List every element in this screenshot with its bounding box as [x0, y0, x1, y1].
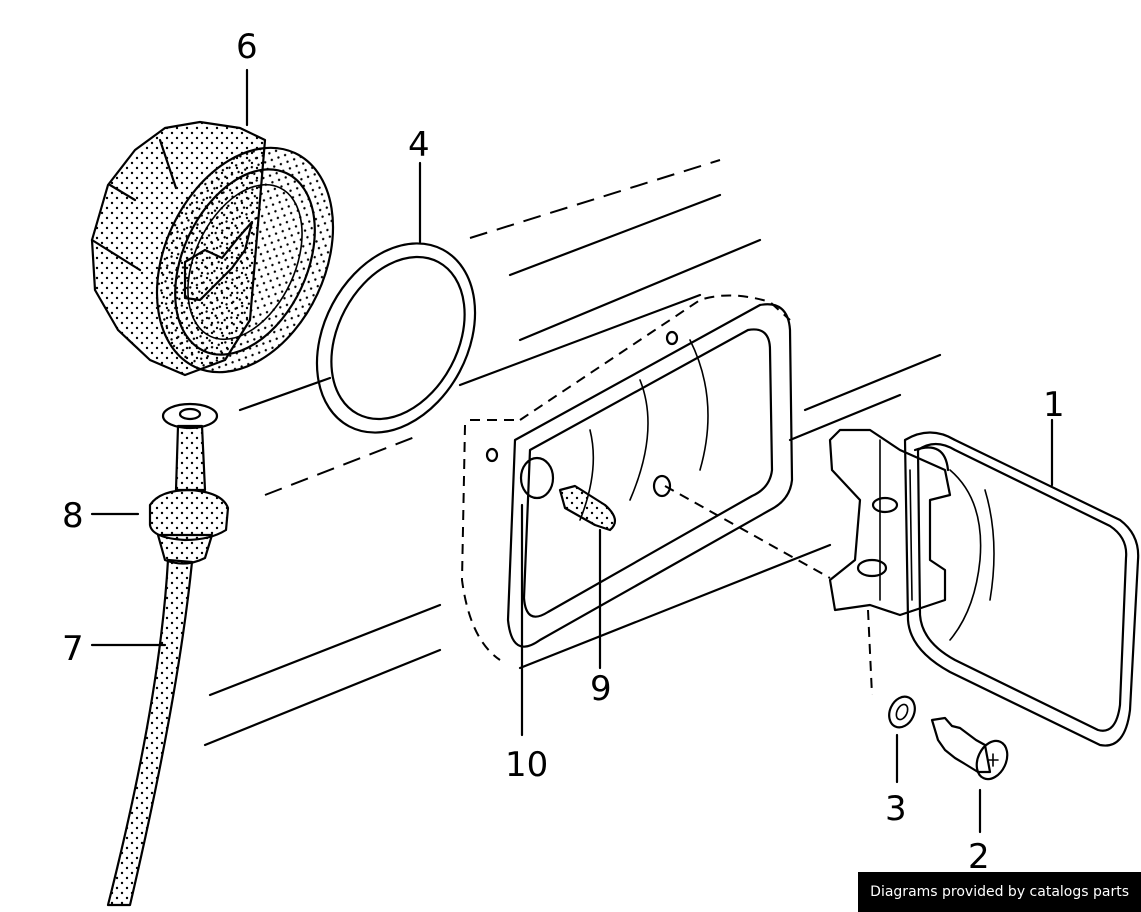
drain-hose-part-7	[106, 558, 194, 907]
callout-10: 10	[505, 745, 548, 785]
fuel-filler-housing	[460, 294, 794, 661]
leader-lines	[90, 68, 1054, 834]
washer-part-3	[867, 609, 916, 729]
body-panel-lines	[203, 159, 942, 747]
callout-3: 3	[885, 789, 907, 829]
callout-9: 9	[590, 669, 612, 709]
diagram-credit-text: Diagrams provided by catalogs parts	[870, 884, 1129, 900]
callout-8: 8	[62, 496, 84, 536]
fuel-flap-part-1	[903, 431, 1140, 747]
stop-buffer-part-9	[558, 484, 617, 532]
callout-1: 1	[1043, 385, 1065, 425]
callout-7: 7	[62, 629, 84, 669]
callout-4: 4	[408, 125, 430, 165]
callout-6: 6	[236, 27, 258, 67]
drain-clip-part-8	[148, 402, 230, 565]
filler-neck-part-6	[90, 120, 335, 377]
screw-part-2	[930, 716, 1009, 781]
hinge-bracket	[664, 428, 952, 617]
seal-ring-part-4	[315, 242, 477, 434]
callout-2: 2	[968, 837, 990, 877]
diagram-credit-badge: Diagrams provided by catalogs parts	[858, 872, 1141, 912]
